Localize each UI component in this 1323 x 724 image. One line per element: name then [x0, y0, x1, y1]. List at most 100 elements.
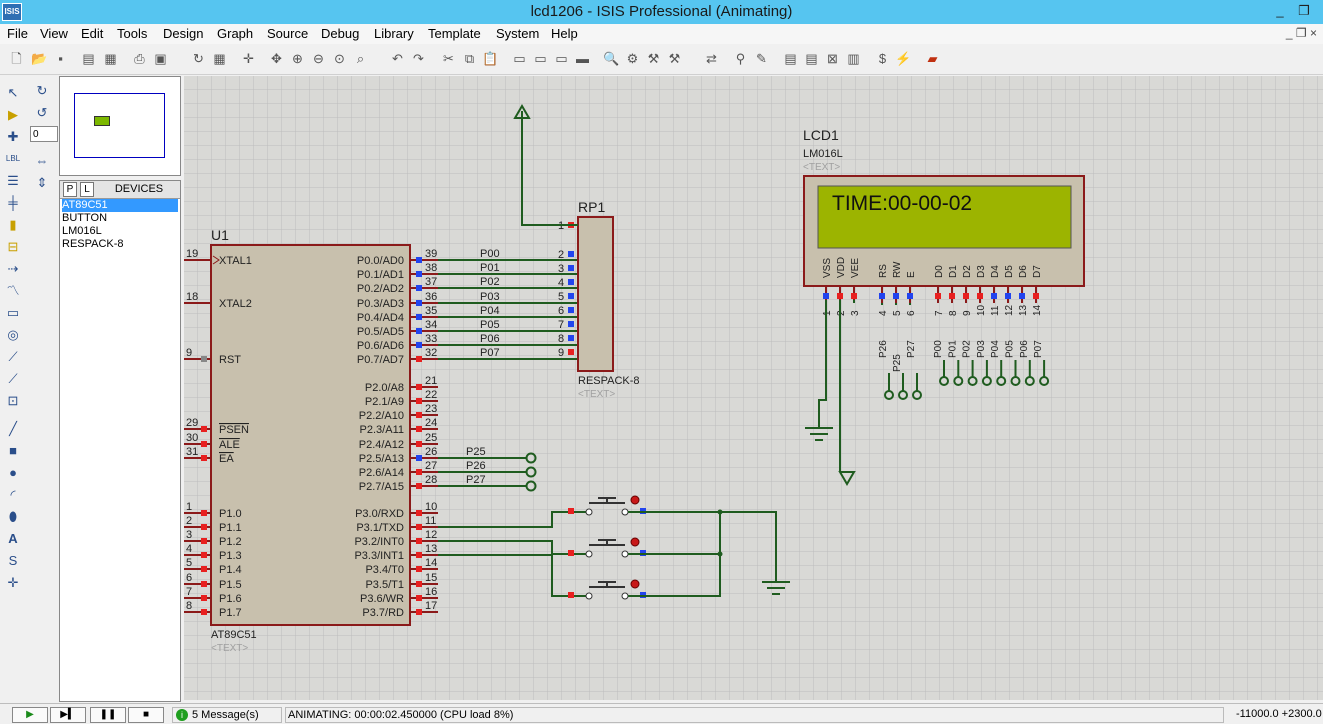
new-sheet-icon[interactable]: ▤	[784, 51, 797, 66]
minimize-button[interactable]: _	[1276, 3, 1284, 18]
packaging-icon[interactable]: ⚒	[668, 51, 681, 66]
menu-library[interactable]: Library	[374, 26, 414, 41]
redo-icon[interactable]: ↷	[413, 51, 424, 66]
import-icon[interactable]: ▤	[82, 51, 95, 66]
menu-system[interactable]: System	[496, 26, 540, 41]
line-icon[interactable]: ╱	[9, 421, 17, 436]
current-probe-icon[interactable]: ⟋	[8, 371, 18, 386]
voltage-probe-icon[interactable]: ⟋	[8, 349, 18, 364]
wire-autorouter-icon[interactable]: ⇄	[706, 51, 717, 66]
lcd1-display-module[interactable]: LCD1 LM016L <TEXT> TIME:00-00-02 VSS1VDD…	[803, 127, 1085, 316]
grid-icon[interactable]: ▦	[213, 51, 226, 66]
overview-viewport[interactable]	[74, 93, 165, 158]
cut-icon[interactable]: ✂	[443, 51, 454, 66]
netlist-to-ares-icon[interactable]: ▰	[927, 51, 938, 66]
button-actuator-icon[interactable]	[630, 579, 640, 589]
text-script-icon[interactable]: ☰	[7, 173, 19, 188]
menu-template[interactable]: Template	[428, 26, 481, 41]
menu-debug[interactable]: Debug	[321, 26, 360, 41]
menu-tools[interactable]: Tools	[117, 26, 148, 41]
graph-icon[interactable]: 〽	[6, 283, 20, 298]
symbol-icon[interactable]: S	[8, 553, 18, 568]
pushbutton-icon[interactable]	[589, 539, 625, 546]
mirror-vertical-icon[interactable]: ⇕	[36, 175, 48, 190]
pushbutton-icon[interactable]	[589, 497, 625, 504]
block-rotate-icon[interactable]: ▭	[555, 51, 568, 66]
zoom-in-icon[interactable]: ⊕	[292, 51, 303, 66]
exit-to-parent-icon[interactable]: ⊠	[827, 51, 838, 66]
zoom-out-icon[interactable]: ⊖	[313, 51, 324, 66]
device-item-respack-8[interactable]: RESPACK-8	[62, 238, 124, 250]
button-actuator-icon[interactable]	[630, 495, 640, 505]
arc-icon[interactable]: ◜	[10, 487, 16, 502]
search-tag-icon[interactable]: ⚲	[735, 51, 746, 66]
undo-icon[interactable]: ↶	[392, 51, 403, 66]
pushbutton-icon[interactable]	[589, 581, 625, 588]
block-move-icon[interactable]: ▭	[534, 51, 547, 66]
text-icon[interactable]: A	[8, 531, 18, 546]
rotate-clockwise-icon[interactable]: ↻	[36, 83, 48, 98]
rotation-angle-input[interactable]	[30, 126, 58, 142]
overview-window[interactable]	[59, 76, 181, 176]
export-icon[interactable]: ▦	[104, 51, 117, 66]
wire-label-icon[interactable]: LBL	[5, 154, 21, 163]
stop-button[interactable]: ■	[128, 707, 164, 723]
button-group[interactable]	[438, 495, 646, 600]
virtual-instruments-icon[interactable]: ⊡	[7, 393, 19, 408]
button-actuator-icon[interactable]	[630, 537, 640, 547]
zoom-area-icon[interactable]: ⌕	[356, 51, 365, 66]
copy-icon[interactable]: ⧉	[464, 51, 475, 66]
device-item-lm016l[interactable]: LM016L	[62, 225, 102, 237]
view-sheet-icon[interactable]: ▥	[847, 51, 860, 66]
make-device-icon[interactable]: ⚙	[626, 51, 639, 66]
new-file-icon[interactable]: 🗋	[11, 51, 22, 66]
menu-file[interactable]: File	[7, 26, 28, 41]
mirror-horizontal-icon[interactable]: ⇔	[35, 153, 49, 168]
play-button[interactable]: ▶	[12, 707, 48, 723]
marker-icon[interactable]: ✛	[7, 575, 19, 590]
library-manager-button[interactable]: L	[80, 182, 94, 197]
maximize-button[interactable]: ❐	[1298, 3, 1310, 18]
print-area-icon[interactable]: ▣	[154, 51, 167, 66]
block-delete-icon[interactable]: ▬	[576, 51, 589, 66]
redraw-icon[interactable]: ↻	[193, 51, 204, 66]
open-folder-icon[interactable]: 📂	[31, 51, 48, 66]
zoom-all-icon[interactable]: ⊙	[334, 51, 345, 66]
paste-icon[interactable]: 📋	[482, 51, 499, 66]
generator-icon[interactable]: ◎	[7, 327, 19, 342]
menu-edit[interactable]: Edit	[81, 26, 104, 41]
selection-mode-icon[interactable]: ↖	[7, 85, 19, 100]
save-icon[interactable]: ▪	[58, 51, 63, 66]
print-icon[interactable]: ⎙	[134, 51, 145, 66]
property-tool-icon[interactable]: ✎	[756, 51, 767, 66]
menu-design[interactable]: Design	[163, 26, 204, 41]
mdi-restore-icon[interactable]: _ ❐ ×	[1285, 26, 1317, 40]
closed-path-icon[interactable]: ⬮	[8, 509, 18, 524]
device-pins-icon[interactable]: ⇢	[7, 261, 19, 276]
pick-devices-button[interactable]: P	[63, 182, 77, 197]
menu-source[interactable]: Source	[267, 26, 309, 41]
subcircuit-icon[interactable]: ▮	[9, 217, 17, 232]
pan-icon[interactable]: ✥	[271, 51, 282, 66]
pick-device-icon[interactable]: 🔍	[603, 51, 620, 66]
block-copy-icon[interactable]: ▭	[513, 51, 526, 66]
menu-help[interactable]: Help	[551, 26, 578, 41]
bus-icon[interactable]: ╪	[8, 195, 18, 210]
menu-view[interactable]: View	[40, 26, 68, 41]
circle-icon[interactable]: ●	[9, 465, 17, 480]
component-mode-icon[interactable]: ▶	[8, 107, 18, 122]
bill-of-materials-icon[interactable]: $	[878, 51, 887, 66]
menu-graph[interactable]: Graph	[217, 26, 254, 41]
origin-icon[interactable]: ✛	[243, 51, 254, 66]
step-button[interactable]: ▶▍	[50, 707, 86, 723]
box-icon[interactable]: ■	[9, 443, 17, 458]
tape-recorder-icon[interactable]: ▭	[6, 305, 20, 320]
remove-sheet-icon[interactable]: ▤	[805, 51, 818, 66]
device-item-at89c51[interactable]: AT89C51	[62, 199, 178, 212]
pause-button[interactable]: ❚❚	[90, 707, 126, 723]
device-item-button[interactable]: BUTTON	[62, 212, 108, 224]
electrical-rule-check-icon[interactable]: ⚡	[895, 51, 912, 66]
